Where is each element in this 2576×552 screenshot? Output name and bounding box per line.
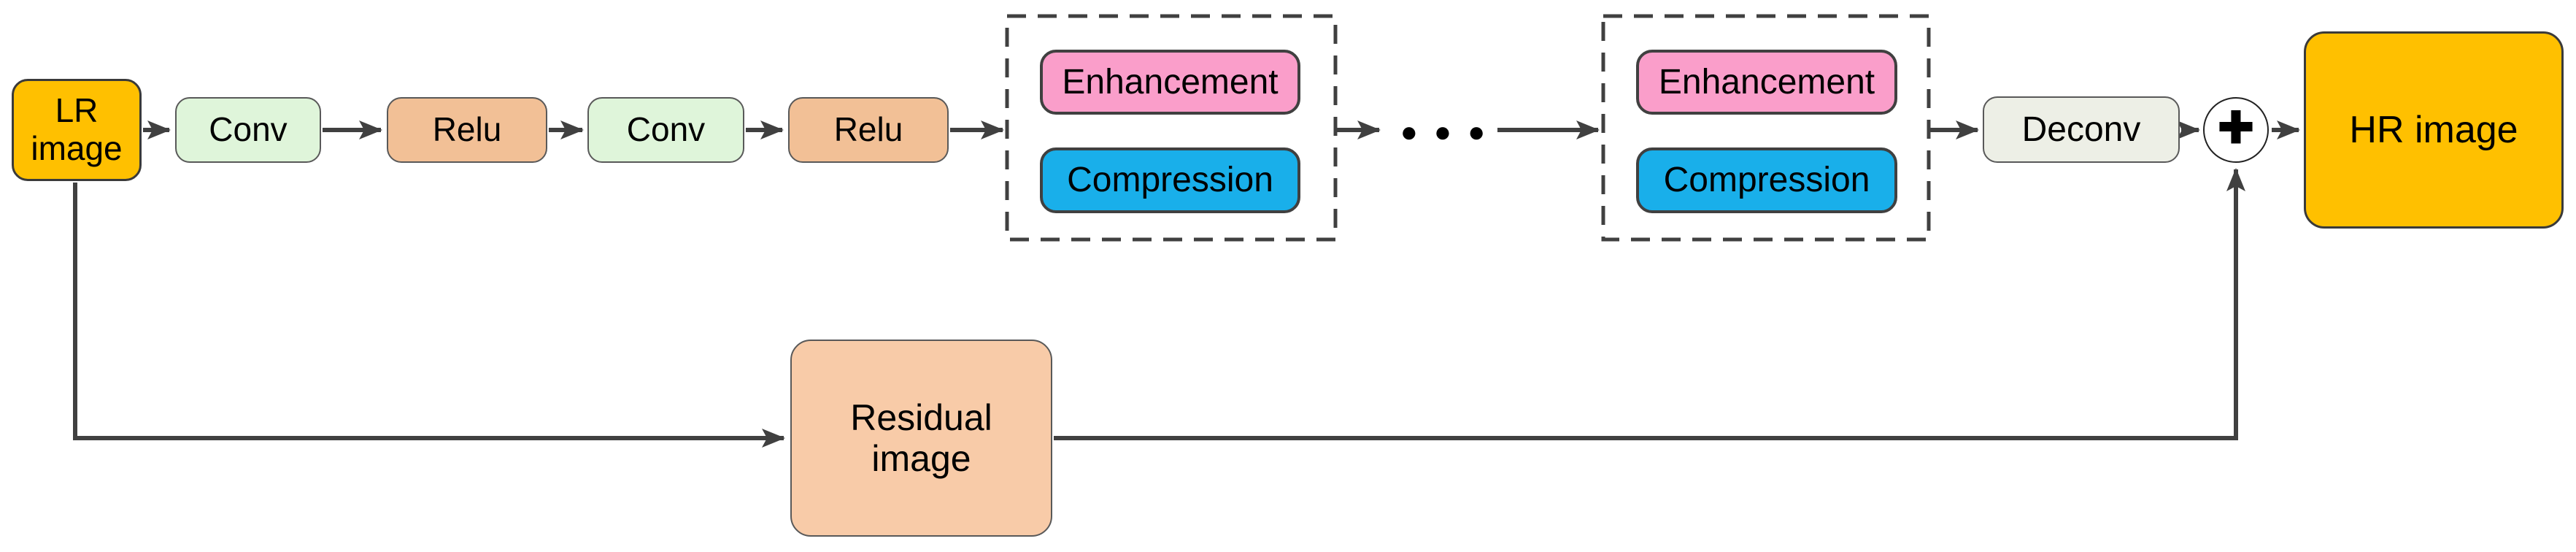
module-1-frame (1005, 14, 1338, 242)
node-compression-1: Compression (1040, 147, 1300, 213)
arrow-lr-to-residual (73, 183, 785, 448)
arrow-residual-to-adder (1054, 168, 2245, 440)
node-relu-1: Relu (387, 97, 547, 163)
node-conv-2: Conv (587, 97, 744, 163)
node-relu-2: Relu (788, 97, 949, 163)
ellipsis-dots-icon: ●●● (1400, 115, 1502, 148)
node-hr-image: HR image (2304, 31, 2564, 229)
node-residual-image: Residual image (790, 340, 1052, 537)
node-conv-1: Conv (175, 97, 321, 163)
node-enhancement-1: Enhancement (1040, 50, 1300, 115)
plus-icon: + (2217, 93, 2255, 160)
node-enhancement-2: Enhancement (1636, 50, 1897, 115)
node-lr-image: LR image (12, 79, 142, 181)
node-deconv: Deconv (1983, 96, 2180, 163)
node-compression-2: Compression (1636, 147, 1897, 213)
module-2-frame (1601, 14, 1931, 242)
adder-node: + (2203, 93, 2269, 163)
